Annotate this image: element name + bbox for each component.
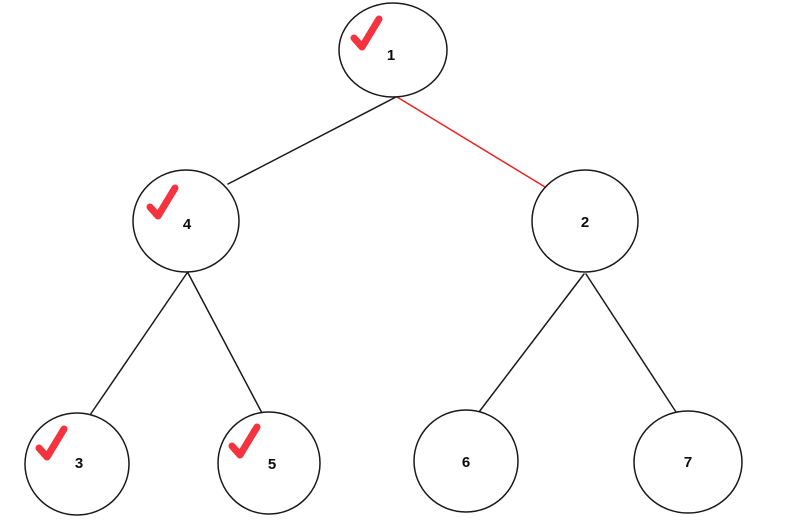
node-label: 2	[581, 214, 589, 231]
node-circle[interactable]	[338, 2, 448, 98]
node-label: 5	[268, 456, 276, 473]
checkmark-icon	[146, 184, 179, 220]
edges-layer	[89, 96, 677, 416]
tree-edge[interactable]	[396, 96, 546, 188]
tree-node[interactable]: 6	[413, 409, 519, 513]
checkmark-icon	[35, 425, 68, 461]
tree-node[interactable]: 3	[24, 412, 130, 516]
nodes-layer: 1 4 2 3 5 6 7	[24, 2, 743, 516]
node-circle[interactable]	[24, 412, 130, 516]
tree-node[interactable]: 7	[633, 410, 743, 514]
tree-node[interactable]: 5	[217, 411, 321, 515]
tree-node[interactable]: 4	[132, 169, 240, 273]
node-label: 7	[684, 454, 692, 471]
node-label: 6	[462, 454, 470, 471]
tree-node[interactable]: 2	[531, 169, 639, 273]
tree-edge[interactable]	[585, 273, 677, 413]
tree-edge[interactable]	[187, 272, 263, 414]
checkmark-icon	[350, 15, 383, 51]
node-circle[interactable]	[132, 169, 240, 273]
node-circle[interactable]	[633, 410, 743, 514]
node-label: 4	[183, 216, 192, 233]
node-circle[interactable]	[217, 411, 321, 515]
node-label: 3	[75, 455, 83, 472]
tree-edge[interactable]	[478, 273, 585, 413]
node-label: 1	[387, 47, 395, 64]
node-circle[interactable]	[531, 169, 639, 273]
node-circle[interactable]	[413, 409, 519, 513]
tree-node[interactable]: 1	[338, 2, 448, 98]
tree-edge[interactable]	[227, 96, 397, 185]
tree-edge[interactable]	[89, 272, 188, 416]
checkmark-icon	[228, 423, 261, 459]
